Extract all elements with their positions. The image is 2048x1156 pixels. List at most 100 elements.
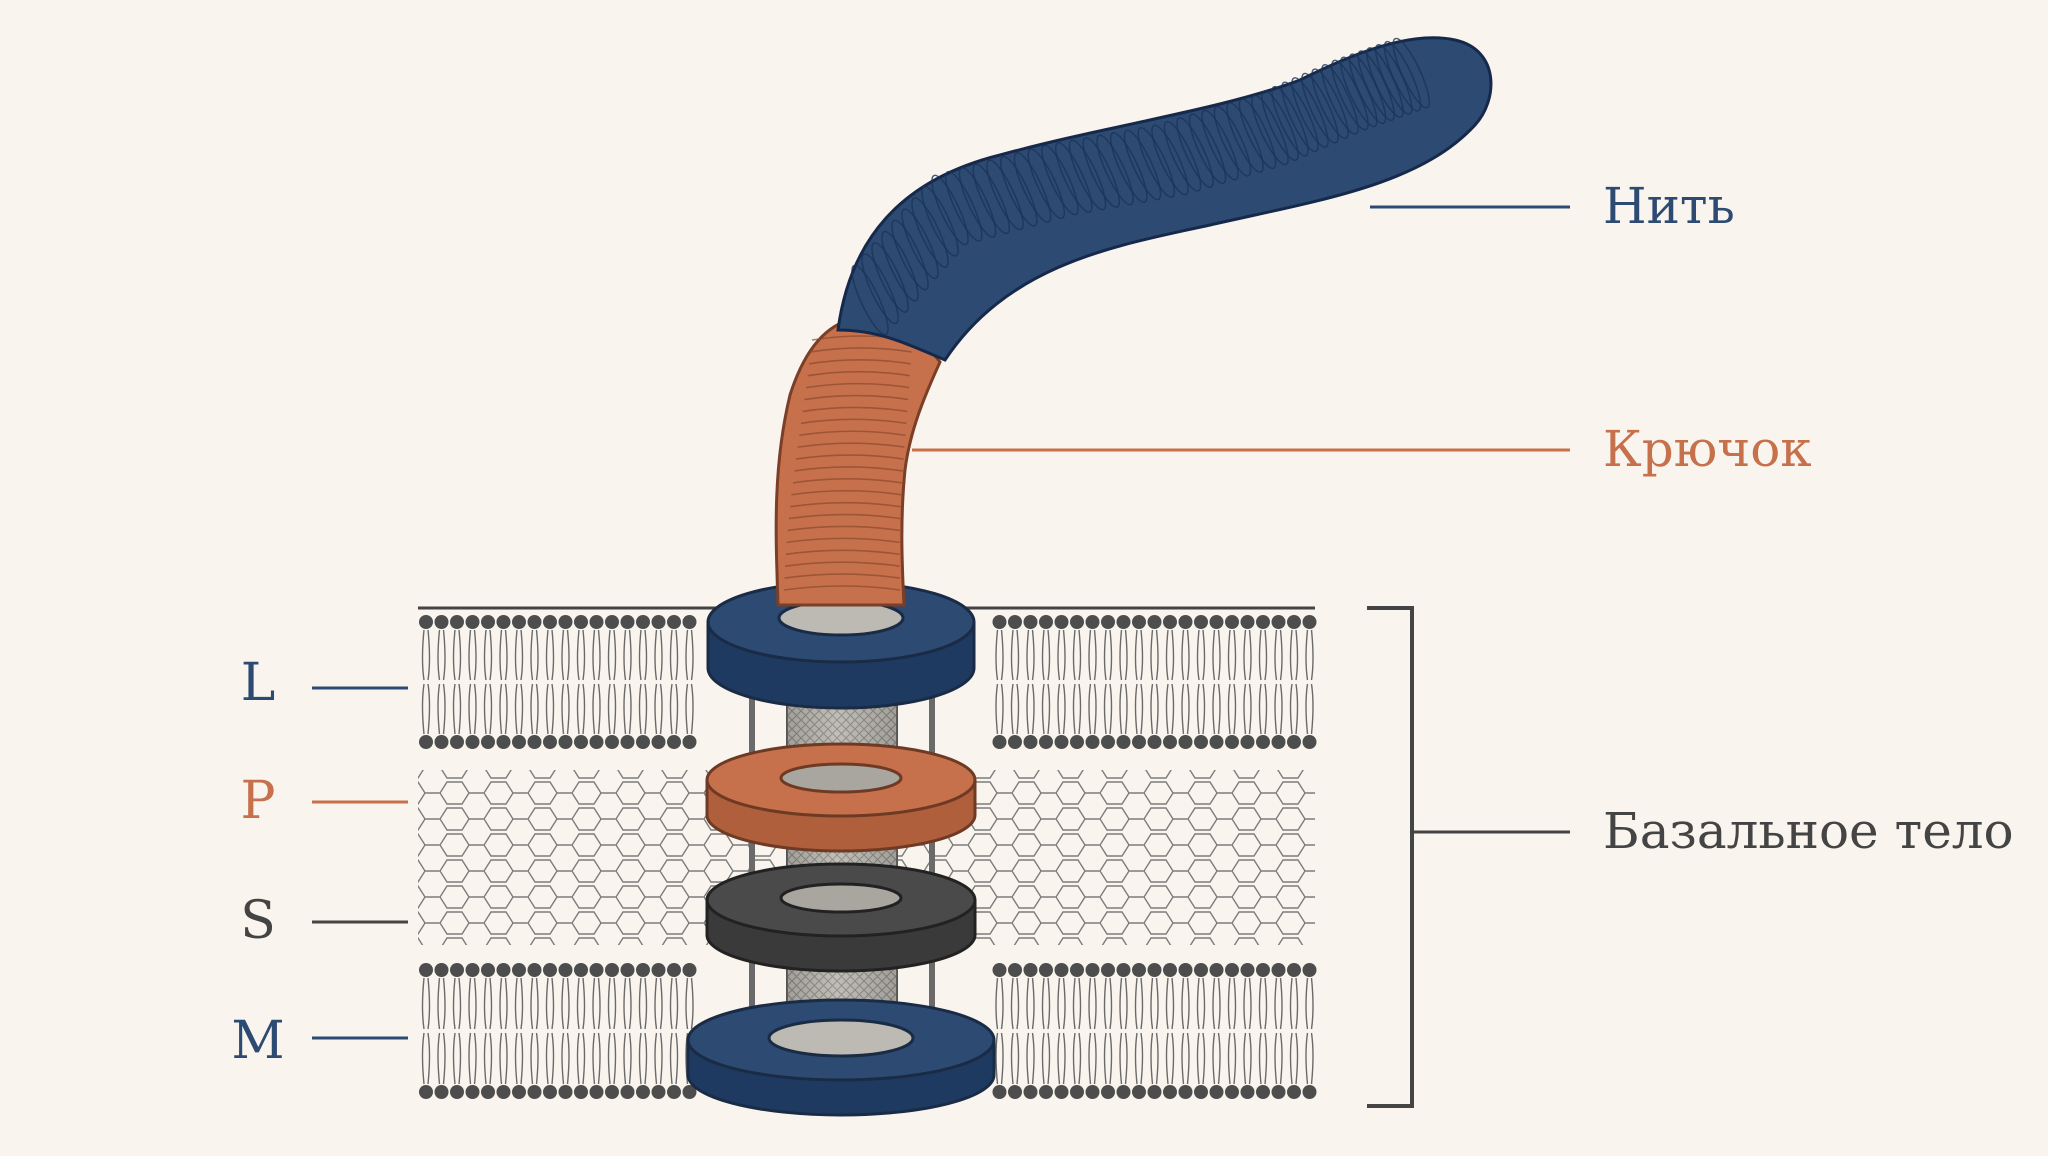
lipid-head: [1240, 615, 1255, 629]
lipid-head: [496, 615, 511, 629]
filament-ridge: [1096, 134, 1134, 206]
lipid-head: [1240, 1085, 1255, 1099]
lipid-tail-pair: [638, 629, 648, 735]
lipid-head: [1116, 1085, 1131, 1099]
lipid-head: [1039, 615, 1053, 629]
lipid-tail-pair: [1258, 629, 1268, 735]
lipid-head: [1039, 1085, 1053, 1099]
filament-ridge: [1123, 129, 1162, 201]
lipid-tail-pair: [592, 977, 601, 1085]
lipid-head: [1070, 615, 1084, 629]
filament-ridge: [1321, 63, 1359, 135]
lipid-head: [605, 1085, 619, 1099]
lipid-head: [481, 735, 495, 749]
outer-membrane-lipid-tails: [421, 629, 1314, 735]
lipid-tail-pair: [545, 977, 555, 1085]
lipid-head: [1039, 735, 1053, 749]
lipid-head: [1039, 963, 1053, 977]
lipid-head: [1070, 963, 1084, 977]
l-ring: [706, 580, 976, 710]
lipid-tail-pair: [1227, 977, 1237, 1085]
lipid-tail-pair: [1165, 977, 1175, 1085]
lipid-tail-pair: [576, 977, 586, 1085]
hook-ridge: [797, 442, 905, 448]
filament-ridge: [901, 208, 939, 280]
lipid-head: [651, 735, 666, 749]
ring-p-label: P: [241, 771, 276, 831]
lipid-head: [1116, 615, 1131, 629]
filament-ridge: [1271, 85, 1309, 157]
lipid-head: [496, 735, 511, 749]
lipid-tail-pair: [1305, 977, 1314, 1085]
lipid-head: [589, 1085, 604, 1099]
lipid-head: [1101, 1085, 1115, 1099]
lipid-tail-pair: [1072, 629, 1082, 735]
filament-ridge: [861, 253, 899, 325]
lipid-head: [651, 1085, 666, 1099]
lipid-head: [1008, 615, 1022, 629]
lipid-tail-pair: [1026, 629, 1035, 735]
outer-membrane-top-heads: [419, 615, 1317, 629]
lipid-head: [1271, 615, 1286, 629]
lipid-head: [1287, 735, 1301, 749]
lipid-head: [1209, 1085, 1224, 1099]
inner-membrane: [419, 963, 1317, 1099]
lipid-head: [992, 963, 1007, 977]
lipid-head: [636, 735, 650, 749]
lipid-tail-pair: [545, 629, 555, 735]
filament-ridge: [1226, 102, 1264, 173]
lipid-head: [667, 1085, 681, 1099]
lipid-tail-pair: [669, 629, 679, 735]
filament-ridge: [1251, 94, 1289, 166]
lipid-head: [1070, 735, 1084, 749]
lipid-head: [1023, 735, 1038, 749]
lipid-head: [1194, 1085, 1208, 1099]
filament-ridge: [1392, 37, 1431, 109]
lipid-tail-pair: [576, 629, 586, 735]
lipid-head: [1147, 735, 1162, 749]
lipid-tail-pair: [1088, 977, 1097, 1085]
lipid-head: [419, 615, 433, 629]
lipid-head: [1054, 963, 1069, 977]
lipid-tail-pair: [1026, 977, 1035, 1085]
lipid-tail-pair: [654, 977, 663, 1085]
lipid-head: [1116, 735, 1131, 749]
lipid-head: [496, 1085, 511, 1099]
outer-membrane: [418, 606, 1317, 749]
lipid-tail-pair: [995, 629, 1004, 735]
lipid-tail-pair: [514, 629, 524, 735]
lipid-tail-pair: [1150, 629, 1159, 735]
basal-body-bracket: [1367, 606, 1414, 1108]
lipid-head: [1101, 615, 1115, 629]
lipid-head: [667, 735, 681, 749]
hook-label: Крючок: [1603, 420, 1812, 478]
lipid-tail-pair: [483, 977, 493, 1085]
lipid-head: [465, 615, 480, 629]
lipid-head: [558, 1085, 573, 1099]
filament-ridge: [1027, 148, 1066, 220]
lipid-head: [1271, 1085, 1286, 1099]
lipid-head: [1085, 963, 1100, 977]
lipid-head: [1163, 963, 1177, 977]
hook-ridge: [800, 418, 907, 425]
lipid-tail-pair: [1258, 977, 1268, 1085]
filament-ridge: [1301, 72, 1339, 144]
lipid-head: [620, 615, 635, 629]
lipid-tail-pair: [1227, 629, 1237, 735]
hook-ridge: [786, 537, 900, 544]
lipid-head: [481, 963, 495, 977]
lipid-head: [1209, 615, 1224, 629]
hook-ridge: [802, 406, 908, 413]
filament-label: Нить: [1603, 177, 1735, 235]
lipid-head: [1178, 615, 1193, 629]
lipid-tail-pair: [437, 629, 446, 735]
lipid-tail-pair: [1057, 629, 1066, 735]
lipid-head: [682, 963, 697, 977]
lipid-head: [992, 1085, 1007, 1099]
lipid-tail-pair: [1274, 629, 1283, 735]
inner-membrane-bottom-heads: [419, 1085, 1317, 1099]
lipid-head: [1256, 963, 1270, 977]
lipid-head: [1194, 735, 1208, 749]
lipid-tail-pair: [685, 977, 694, 1085]
